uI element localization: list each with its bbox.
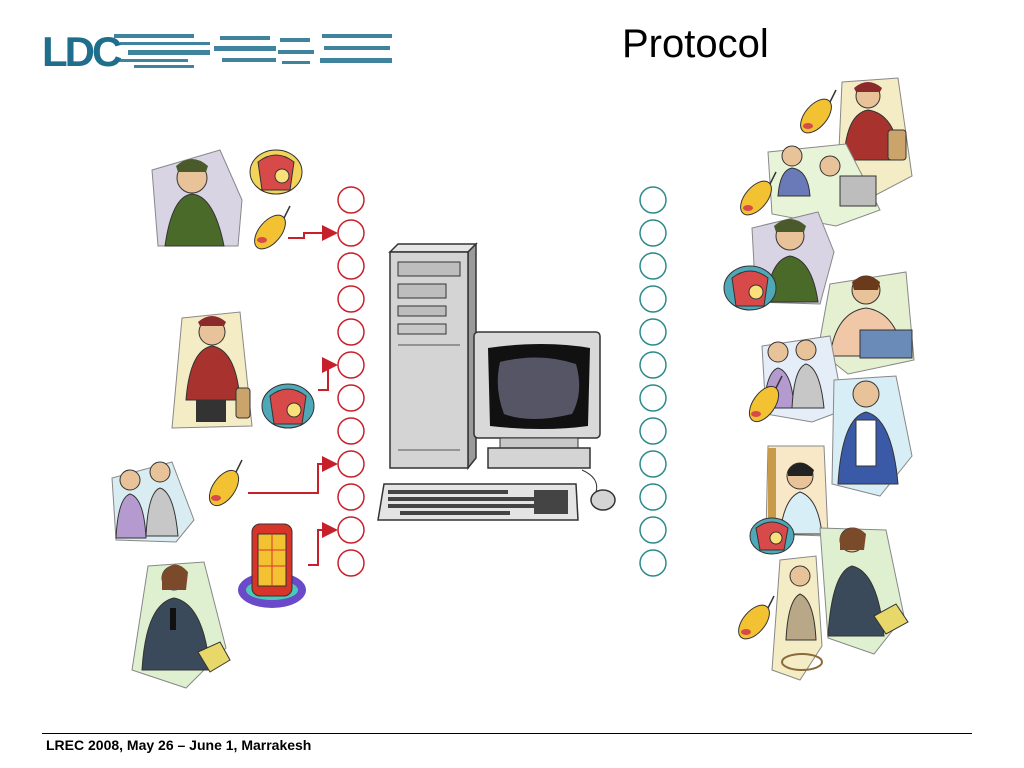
left-port — [337, 252, 365, 280]
left-port — [337, 219, 365, 247]
left-port-column — [337, 186, 365, 577]
right-port — [639, 450, 667, 478]
mobile-phone-icon — [738, 595, 775, 640]
right-port — [639, 318, 667, 346]
slide-title: Protocol — [622, 22, 769, 66]
mobile-phone-icon — [254, 205, 291, 250]
call-arrows — [248, 225, 338, 566]
right-port — [639, 219, 667, 247]
person-illustration — [111, 461, 195, 543]
right-port — [639, 384, 667, 412]
ldc-logo-letters: LDC — [42, 28, 122, 72]
mouse-icon — [590, 489, 616, 511]
person-illustration — [171, 311, 253, 429]
right-port — [639, 417, 667, 445]
person-illustration — [131, 561, 231, 689]
footer-rule — [42, 733, 972, 734]
right-port-column — [639, 186, 667, 577]
left-port — [337, 285, 365, 313]
call-arrow — [288, 225, 338, 241]
right-port — [639, 285, 667, 313]
left-port — [337, 483, 365, 511]
desk-phone-icon — [723, 265, 777, 311]
left-port — [337, 384, 365, 412]
left-port — [337, 186, 365, 214]
left-port — [337, 417, 365, 445]
person-illustration — [771, 555, 823, 681]
left-port — [337, 549, 365, 577]
mobile-phone-icon — [800, 89, 837, 134]
person-illustration — [761, 335, 845, 423]
person-illustration — [151, 149, 243, 247]
ldc-logo-wordmark — [114, 34, 392, 68]
mobile-phone-icon — [740, 171, 777, 216]
mobile-phone-icon — [748, 375, 783, 423]
right-port — [639, 516, 667, 544]
right-port — [639, 351, 667, 379]
left-port — [337, 450, 365, 478]
right-port — [639, 186, 667, 214]
right-port — [639, 483, 667, 511]
desk-phone-icon — [749, 517, 795, 555]
call-arrow — [308, 522, 338, 566]
phone-booth-icon — [238, 523, 306, 608]
footer-text: LREC 2008, May 26 – June 1, Marrakesh — [46, 737, 312, 753]
ldc-logo: LDC — [42, 28, 392, 72]
right-port — [639, 549, 667, 577]
person-illustration — [819, 527, 909, 655]
person-illustration — [831, 375, 913, 497]
left-port — [337, 351, 365, 379]
mobile-phone-icon — [208, 459, 243, 507]
call-arrow — [248, 456, 338, 494]
right-port — [639, 252, 667, 280]
server-computer-icon — [377, 242, 616, 521]
left-port — [337, 318, 365, 346]
person-illustration — [817, 271, 915, 375]
desk-phone-icon — [249, 149, 303, 195]
person-illustration — [767, 143, 881, 227]
call-arrow — [318, 357, 338, 391]
person-illustration — [765, 445, 829, 537]
desk-phone-icon — [261, 383, 315, 429]
left-port — [337, 516, 365, 544]
